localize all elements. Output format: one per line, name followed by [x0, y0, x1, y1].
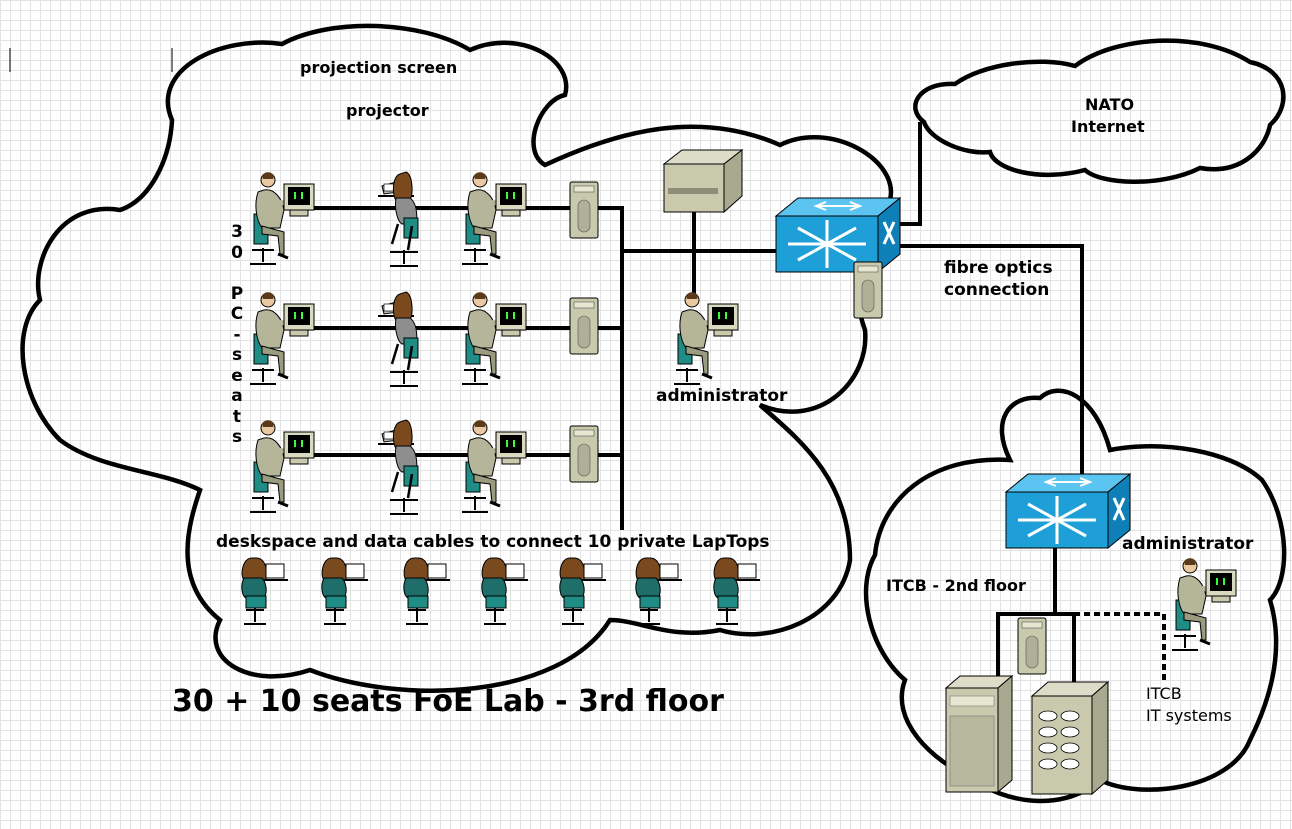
laptop-seat-icon [634, 557, 683, 625]
pc-user-icon [462, 292, 526, 384]
laptop-seat-icon [240, 557, 289, 625]
connection-label: connection [944, 280, 1050, 300]
laptops-label: deskspace and data cables to connect 10 … [216, 532, 770, 552]
pc-user-icon [250, 172, 314, 264]
itcb-floor-label: ITCB - 2nd floor [886, 576, 1026, 595]
server-icon [944, 674, 1014, 794]
pc-user-icon [250, 292, 314, 384]
lab-cloud-outline [20, 23, 894, 693]
seats-vertical-char: a [231, 386, 243, 406]
modem-icon [1017, 617, 1047, 675]
diagram-title: 30 + 10 seats FoE Lab - 3rd floor [172, 684, 724, 719]
corner-marks [9, 48, 173, 72]
laptop-seat-icon [712, 557, 761, 625]
pc-user-icon [674, 292, 738, 384]
seats-vertical-char: C [230, 304, 244, 324]
seats-vertical-char: e [231, 365, 243, 386]
seats-vertical-char: - [233, 324, 241, 345]
internet-label: Internet [1071, 117, 1145, 136]
storage-server-icon [1030, 680, 1110, 796]
seats-vertical-char: 3 [231, 222, 243, 242]
projection-screen-label: projection screen [300, 58, 458, 77]
seats-vertical-char [228, 263, 246, 284]
admin-3rd-label: administrator [656, 386, 788, 406]
pc-user-icon [462, 172, 526, 264]
printer-icon [662, 148, 744, 214]
modem-icon [569, 425, 599, 483]
laptop-user-icon [376, 418, 420, 516]
laptop-seat-icon [558, 557, 607, 625]
switch-icon [774, 196, 902, 274]
modem-icon [853, 261, 883, 319]
pc-user-icon [250, 420, 314, 512]
wireless-link [1074, 612, 1166, 682]
itcb-label: ITCB [1146, 684, 1182, 703]
fibre-label: fibre optics [944, 258, 1053, 278]
laptop-seat-icon [402, 557, 451, 625]
modem-icon [569, 181, 599, 239]
seats-vertical-char: s [231, 345, 243, 365]
pc-user-icon [1172, 558, 1236, 650]
itcb-cloud-outline [863, 388, 1287, 804]
switch-icon [1004, 472, 1132, 550]
seats-vertical-char: P [230, 283, 244, 304]
it-systems-label: IT systems [1146, 706, 1232, 725]
seats-vertical-char: 0 [231, 242, 243, 263]
laptop-user-icon [376, 170, 420, 268]
modem-icon [569, 297, 599, 355]
laptop-user-icon [376, 290, 420, 388]
laptop-seat-icon [320, 557, 369, 625]
pc-user-icon [462, 420, 526, 512]
seats-vertical-char: s [231, 427, 243, 447]
admin-2nd-label: administrator [1122, 534, 1254, 554]
projector-label: projector [346, 101, 429, 120]
laptop-seat-icon [480, 557, 529, 625]
nato-cloud-outline [913, 38, 1286, 184]
nato-label: NATO [1085, 95, 1135, 114]
seats-vertical-char: t [232, 406, 242, 427]
